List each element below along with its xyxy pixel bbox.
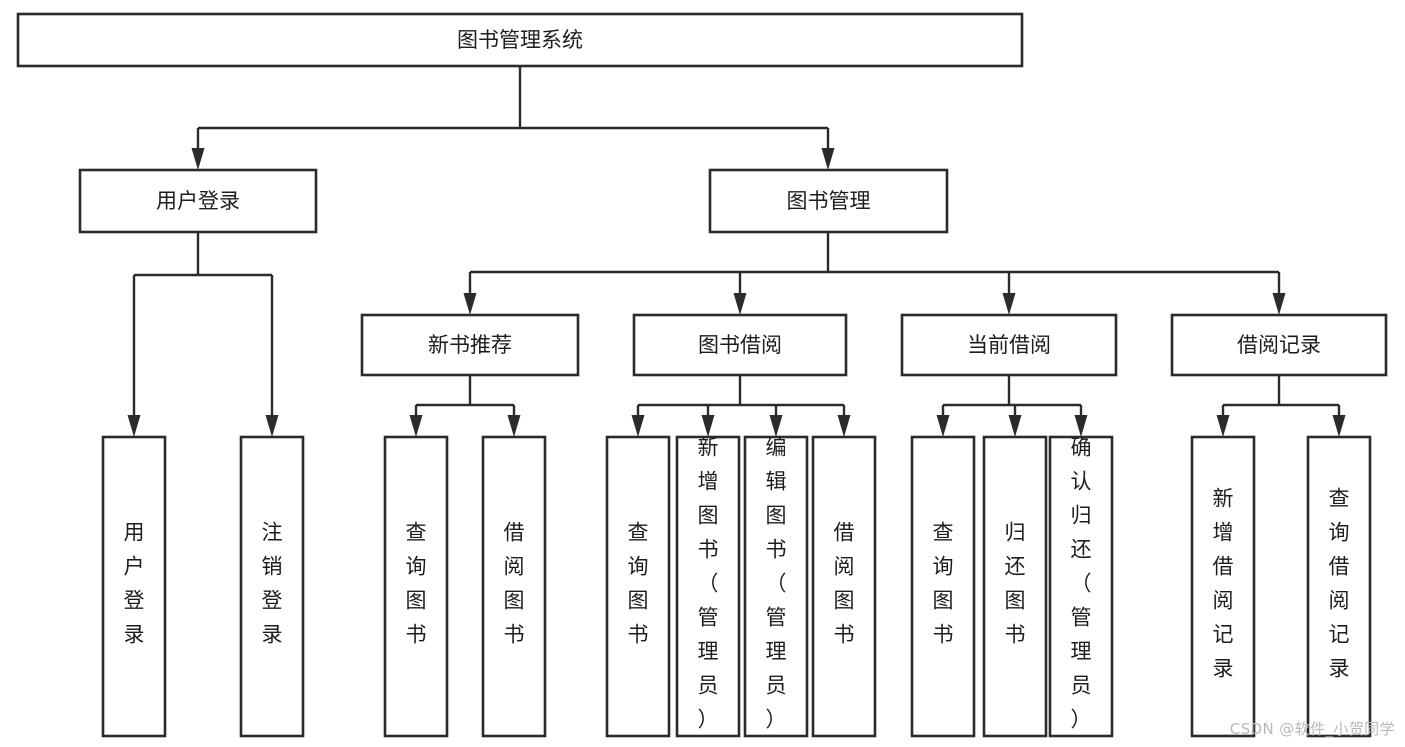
node-leaf-user-login-label: 用户登录 bbox=[124, 521, 145, 647]
node-leaf-query-book-1[interactable]: 查询图书 bbox=[383, 435, 449, 738]
node-leaf-query-book-3-box bbox=[910, 435, 976, 738]
node-leaf-query-record-box bbox=[1306, 435, 1372, 738]
arrow-to-level3-3 bbox=[1272, 293, 1286, 315]
node-borrow-record-label: 借阅记录 bbox=[1237, 333, 1321, 357]
arrow-to-leaf-logout bbox=[265, 415, 279, 437]
node-leaf-add-book-box bbox=[675, 435, 741, 738]
node-current-borrow-box bbox=[900, 313, 1118, 377]
node-leaf-borrow-book-2[interactable]: 借阅图书 bbox=[811, 435, 877, 738]
node-leaf-logout-label: 注销登录 bbox=[262, 521, 283, 647]
node-borrow-record[interactable]: 借阅记录 bbox=[1170, 313, 1388, 377]
node-root[interactable]: 图书管理系统 bbox=[16, 12, 1024, 68]
node-book-borrow-box bbox=[632, 313, 848, 377]
node-leaf-user-login-box bbox=[101, 435, 167, 738]
node-leaf-confirm-return[interactable]: 确认归还（管理员） bbox=[1048, 435, 1114, 738]
node-leaf-query-book-2-label: 查询图书 bbox=[628, 521, 649, 647]
node-leaf-logout[interactable]: 注销登录 bbox=[239, 435, 305, 738]
arrow-to-level3-1 bbox=[733, 293, 747, 315]
node-user-login[interactable]: 用户登录 bbox=[78, 168, 318, 234]
node-book-manage[interactable]: 图书管理 bbox=[708, 168, 949, 234]
node-leaf-add-record-label: 新增借阅记录 bbox=[1213, 487, 1234, 681]
node-leaf-query-book-1-label: 查询图书 bbox=[406, 521, 427, 647]
node-leaf-edit-book-box bbox=[743, 435, 809, 738]
arrow-to-leaf-return-book bbox=[1008, 415, 1022, 437]
node-leaf-query-record[interactable]: 查询借阅记录 bbox=[1306, 435, 1372, 738]
nodes-layer: 图书管理系统用户登录图书管理新书推荐图书借阅当前借阅借阅记录用户登录注销登录查询… bbox=[16, 12, 1388, 738]
arrow-to-leaf-confirm-return bbox=[1074, 415, 1088, 437]
node-leaf-return-book[interactable]: 归还图书 bbox=[982, 435, 1048, 738]
arrow-to-leaf-query-book-3 bbox=[936, 415, 950, 437]
node-leaf-return-book-box bbox=[982, 435, 1048, 738]
node-root-box bbox=[16, 12, 1024, 68]
node-current-borrow-label: 当前借阅 bbox=[967, 333, 1051, 357]
arrow-to-leaf-add-record bbox=[1216, 415, 1230, 437]
arrow-to-leaf-query-book-2 bbox=[631, 415, 645, 437]
node-leaf-borrow-book-1[interactable]: 借阅图书 bbox=[481, 435, 547, 738]
node-new-book-rec[interactable]: 新书推荐 bbox=[360, 313, 580, 377]
node-leaf-borrow-book-1-box bbox=[481, 435, 547, 738]
node-book-borrow[interactable]: 图书借阅 bbox=[632, 313, 848, 377]
node-new-book-rec-label: 新书推荐 bbox=[428, 333, 512, 357]
node-leaf-edit-book-label: 编辑图书（管理员） bbox=[766, 436, 787, 732]
arrow-to-level2-1 bbox=[821, 148, 835, 170]
node-user-login-label: 用户登录 bbox=[156, 189, 240, 213]
arrow-to-leaf-user-login bbox=[127, 415, 141, 437]
arrow-to-leaf-borrow-book-2 bbox=[837, 415, 851, 437]
edges-layer bbox=[127, 66, 1346, 437]
node-leaf-edit-book[interactable]: 编辑图书（管理员） bbox=[743, 435, 809, 738]
node-leaf-add-record[interactable]: 新增借阅记录 bbox=[1190, 435, 1256, 738]
arrow-to-leaf-borrow-book-1 bbox=[507, 415, 521, 437]
watermark-text: CSDN @软件_小贺同学 bbox=[1229, 720, 1395, 738]
node-leaf-confirm-return-label: 确认归还（管理员） bbox=[1071, 436, 1092, 732]
node-leaf-borrow-book-2-box bbox=[811, 435, 877, 738]
node-leaf-query-book-1-box bbox=[383, 435, 449, 738]
node-borrow-record-box bbox=[1170, 313, 1388, 377]
arrow-to-level3-2 bbox=[1002, 293, 1016, 315]
node-leaf-logout-box bbox=[239, 435, 305, 738]
node-book-borrow-label: 图书借阅 bbox=[698, 333, 782, 357]
node-leaf-query-book-3[interactable]: 查询图书 bbox=[910, 435, 976, 738]
node-leaf-confirm-return-box bbox=[1048, 435, 1114, 738]
node-book-manage-box bbox=[708, 168, 949, 234]
node-leaf-query-book-3-label: 查询图书 bbox=[933, 521, 954, 647]
arrow-to-level2-0 bbox=[191, 148, 205, 170]
node-new-book-rec-box bbox=[360, 313, 580, 377]
node-leaf-add-record-box bbox=[1190, 435, 1256, 738]
node-leaf-return-book-label: 归还图书 bbox=[1005, 521, 1026, 647]
node-user-login-box bbox=[78, 168, 318, 234]
node-leaf-user-login[interactable]: 用户登录 bbox=[101, 435, 167, 738]
node-root-label: 图书管理系统 bbox=[457, 28, 583, 52]
arrow-to-leaf-edit-book bbox=[769, 415, 783, 437]
node-leaf-borrow-book-1-label: 借阅图书 bbox=[504, 521, 525, 647]
node-leaf-query-record-label: 查询借阅记录 bbox=[1329, 487, 1350, 681]
node-leaf-query-book-2[interactable]: 查询图书 bbox=[605, 435, 671, 738]
arrow-to-leaf-query-record bbox=[1332, 415, 1346, 437]
arrow-to-leaf-query-book-1 bbox=[409, 415, 423, 437]
node-book-manage-label: 图书管理 bbox=[787, 189, 871, 213]
arrow-to-level3-0 bbox=[463, 293, 477, 315]
node-leaf-add-book[interactable]: 新增图书（管理员） bbox=[675, 435, 741, 738]
node-leaf-borrow-book-2-label: 借阅图书 bbox=[834, 521, 855, 647]
node-leaf-add-book-label: 新增图书（管理员） bbox=[698, 436, 719, 732]
arrow-to-leaf-add-book bbox=[701, 415, 715, 437]
node-leaf-query-book-2-box bbox=[605, 435, 671, 738]
node-current-borrow[interactable]: 当前借阅 bbox=[900, 313, 1118, 377]
